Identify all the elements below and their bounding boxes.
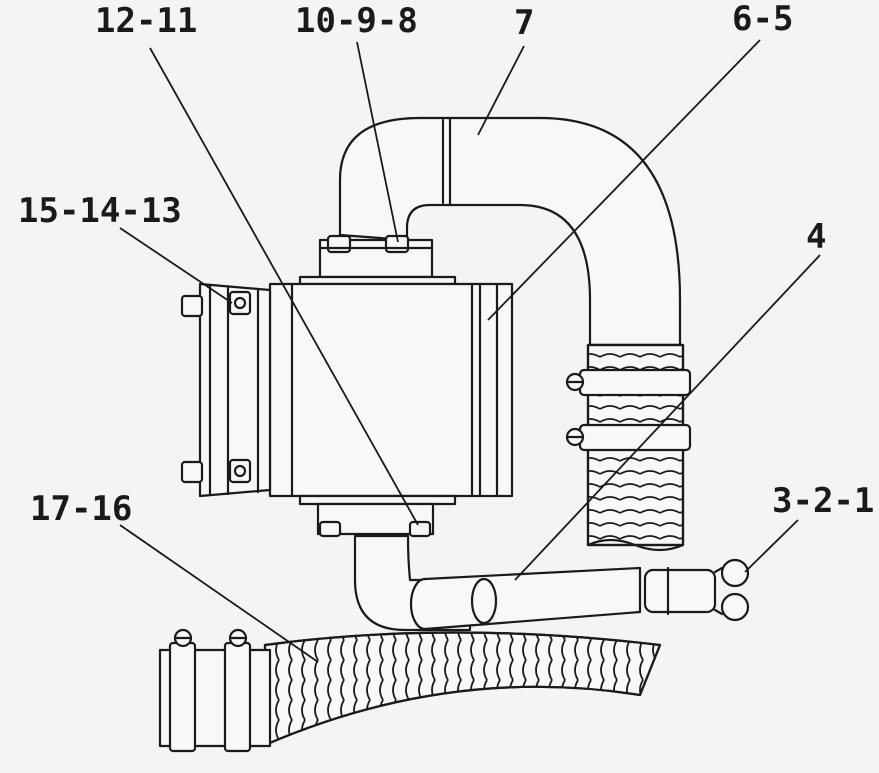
bottom-flange	[298, 494, 457, 538]
right-flex-hose	[565, 343, 692, 552]
top-flange	[298, 234, 457, 286]
leader-3-2-1	[744, 519, 799, 573]
callout-17-16: 17-16	[30, 489, 132, 529]
callout-6-5: 6-5	[732, 0, 793, 39]
leader-12-11	[149, 47, 419, 526]
main-housing	[268, 282, 514, 498]
lower-flex-hose	[158, 628, 662, 753]
callout-12-11: 12-11	[95, 1, 197, 41]
callout-4: 4	[806, 217, 826, 257]
pipe-clamp	[643, 558, 750, 622]
leader-7	[477, 45, 525, 136]
left-cover-plate	[180, 282, 272, 498]
lower-elbow-pipe	[353, 534, 642, 632]
leader-6-5	[487, 39, 761, 321]
leader-4	[514, 254, 821, 581]
callout-7: 7	[514, 3, 534, 43]
leader-15-14-13	[119, 227, 233, 304]
leader-17-16	[119, 524, 319, 663]
callout-15-14-13: 15-14-13	[18, 191, 182, 231]
callout-10-9-8: 10-9-8	[295, 1, 418, 41]
leader-10-9-8	[356, 41, 399, 243]
callout-3-2-1: 3-2-1	[772, 481, 874, 521]
upper-elbow-pipe	[338, 116, 682, 347]
